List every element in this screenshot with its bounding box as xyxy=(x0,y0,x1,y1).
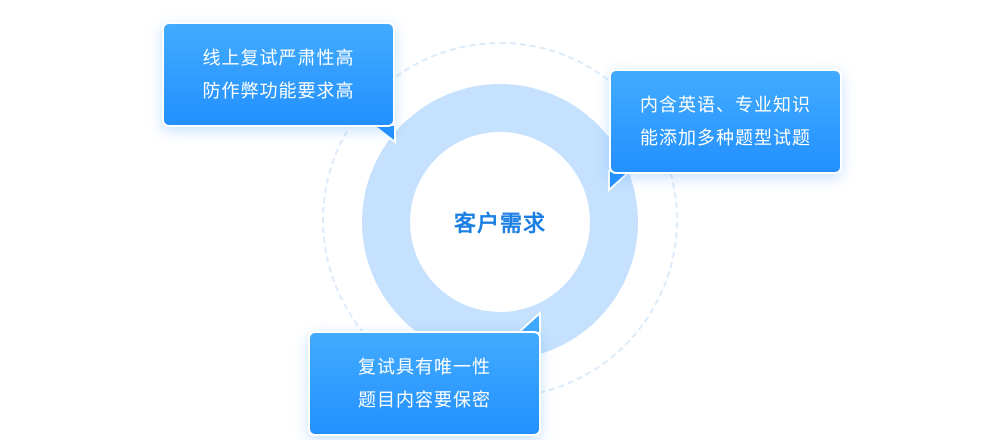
bubble-line: 防作弊功能要求高 xyxy=(202,80,355,102)
bubble-confidential: 复试具有唯一性 题目内容要保密 xyxy=(308,331,541,436)
bubble-question-types: 内含英语、专业知识 能添加多种题型试题 xyxy=(609,69,842,174)
bubble-anticheat: 线上复试严肃性高 防作弊功能要求高 xyxy=(162,22,395,127)
center-circle: 客户需求 xyxy=(410,132,590,312)
bubble-tail xyxy=(370,124,396,145)
bubble-line: 能添加多种题型试题 xyxy=(640,127,811,149)
center-title: 客户需求 xyxy=(453,212,546,237)
bubble-line: 复试具有唯一性 xyxy=(358,356,491,378)
bubble-line: 内含英语、专业知识 xyxy=(640,94,811,116)
bubble-line: 题目内容要保密 xyxy=(358,389,491,411)
bubble-line: 线上复试严肃性高 xyxy=(202,47,355,69)
